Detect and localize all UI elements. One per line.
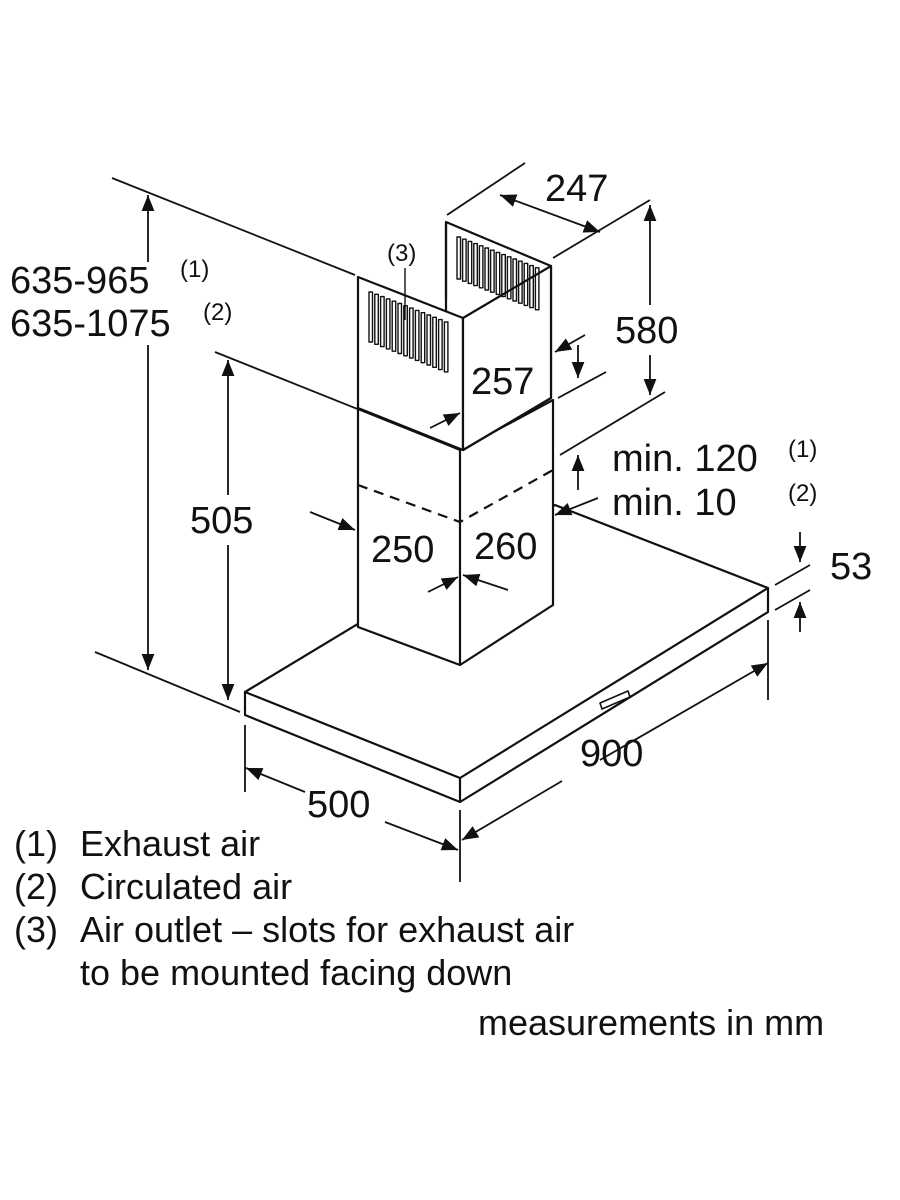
overlap-label: 257	[471, 361, 535, 403]
vent-slot	[437, 318, 443, 371]
control-panel-icon	[599, 690, 631, 710]
hood-depth-label: 500	[307, 784, 371, 826]
dimension-lines	[94, 162, 811, 882]
air-outlet-slots	[368, 236, 540, 373]
min-circulated-label: min. 10	[612, 482, 737, 524]
upper-chimney-label: 580	[615, 310, 679, 352]
total-height-note: (1)	[180, 256, 210, 283]
min-exhaust-note: (1)	[788, 436, 818, 463]
vent-slot	[426, 314, 432, 366]
vent-slot	[512, 258, 518, 302]
hood-width-label: 900	[580, 733, 644, 775]
vent-slot	[420, 312, 426, 364]
vent-slot	[484, 247, 490, 291]
min-circulated-note: (2)	[788, 480, 818, 507]
chimney-width-left-label: 250	[371, 529, 435, 571]
vent-slot	[517, 260, 523, 304]
vent-slot	[506, 256, 512, 300]
vent-slot	[443, 321, 449, 373]
outlet-callout: (3)	[387, 240, 417, 267]
legend-key-3: (3)	[14, 909, 58, 950]
units-note: measurements in mm	[478, 1002, 825, 1043]
vent-slot	[523, 262, 529, 307]
vent-slot	[478, 245, 484, 289]
vent-slot	[414, 309, 420, 362]
legend-key-2: (2)	[14, 866, 58, 907]
total-height-alt-label: 635-1075	[10, 303, 171, 345]
vent-slot	[495, 251, 501, 296]
legend-text-3-cont: to be mounted facing down	[80, 952, 513, 993]
vent-slot	[432, 316, 437, 368]
vent-slot	[473, 242, 478, 287]
lower-chimney-label: 505	[190, 500, 254, 542]
vent-slot	[501, 253, 506, 298]
vent-slot	[456, 236, 462, 280]
vent-slot	[461, 238, 467, 282]
hood-thickness-label: 53	[830, 546, 873, 588]
vent-slot	[529, 264, 534, 309]
legend-text-2: Circulated air	[80, 866, 293, 907]
min-exhaust-label: min. 120	[612, 438, 758, 480]
legend-text-1: Exhaust air	[80, 823, 261, 864]
vent-slot	[408, 307, 414, 359]
vent-slot	[385, 298, 391, 350]
vent-slot	[374, 293, 379, 345]
chimney-width-right-label: 260	[474, 526, 538, 568]
vent-slot	[467, 240, 473, 285]
legend-text-3: Air outlet – slots for exhaust air	[80, 909, 575, 950]
vent-slot	[397, 302, 403, 355]
legend-key-1: (1)	[14, 823, 58, 864]
total-height-label: 635-965	[10, 260, 150, 302]
vent-slot	[368, 291, 374, 343]
chimney-depth-label: 247	[545, 168, 609, 210]
total-height-alt-note: (2)	[203, 299, 233, 326]
vent-slot	[489, 249, 495, 293]
vent-slot	[391, 300, 397, 352]
vent-slot	[379, 295, 385, 348]
vent-slot	[534, 267, 540, 311]
